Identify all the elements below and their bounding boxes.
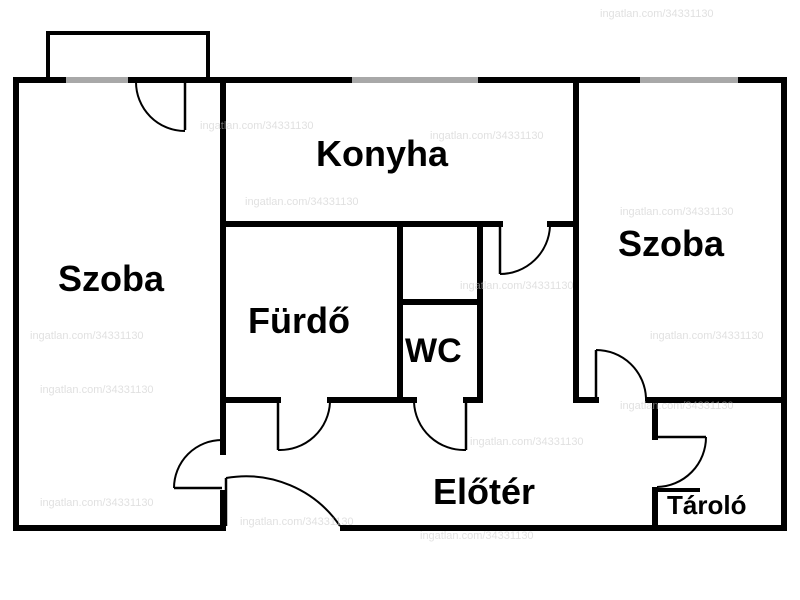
- room-label-eloter: Előtér: [433, 471, 536, 512]
- room-label-tarolo: Tároló: [667, 490, 747, 520]
- watermark: ingatlan.com/34331130: [470, 436, 584, 448]
- watermark: ingatlan.com/34331130: [240, 516, 354, 528]
- balcony: [46, 31, 210, 78]
- watermark: ingatlan.com/34331130: [430, 130, 544, 142]
- watermark: ingatlan.com/34331130: [200, 120, 314, 132]
- door-balcony: [135, 81, 187, 132]
- room-label-szoba-left: Szoba: [58, 258, 165, 299]
- door-wc: [413, 401, 468, 452]
- door-kitchen: [498, 225, 551, 276]
- watermark: ingatlan.com/34331130: [40, 497, 154, 509]
- watermark: ingatlan.com/34331130: [245, 196, 359, 208]
- watermark: ingatlan.com/34331130: [620, 400, 734, 412]
- door-storage: [656, 435, 707, 488]
- room-label-furdo: Fürdő: [248, 300, 350, 341]
- watermark: ingatlan.com/34331130: [460, 280, 574, 292]
- door-entrance: [224, 475, 341, 527]
- door-bathroom: [276, 401, 331, 452]
- door-right-room: [594, 348, 647, 399]
- room-label-szoba-right: Szoba: [618, 223, 725, 264]
- watermark: ingatlan.com/34331130: [620, 206, 734, 218]
- watermark: ingatlan.com/34331130: [650, 330, 764, 342]
- doors: [135, 81, 707, 527]
- watermark: ingatlan.com/34331130: [30, 330, 144, 342]
- room-label-wc: WC: [405, 332, 462, 370]
- interior-walls: [220, 77, 787, 531]
- watermark: ingatlan.com/34331130: [600, 8, 714, 20]
- watermark: ingatlan.com/34331130: [40, 384, 154, 396]
- door-left-room: [173, 439, 223, 490]
- room-label-konyha: Konyha: [316, 133, 449, 174]
- watermark: ingatlan.com/34331130: [420, 530, 534, 542]
